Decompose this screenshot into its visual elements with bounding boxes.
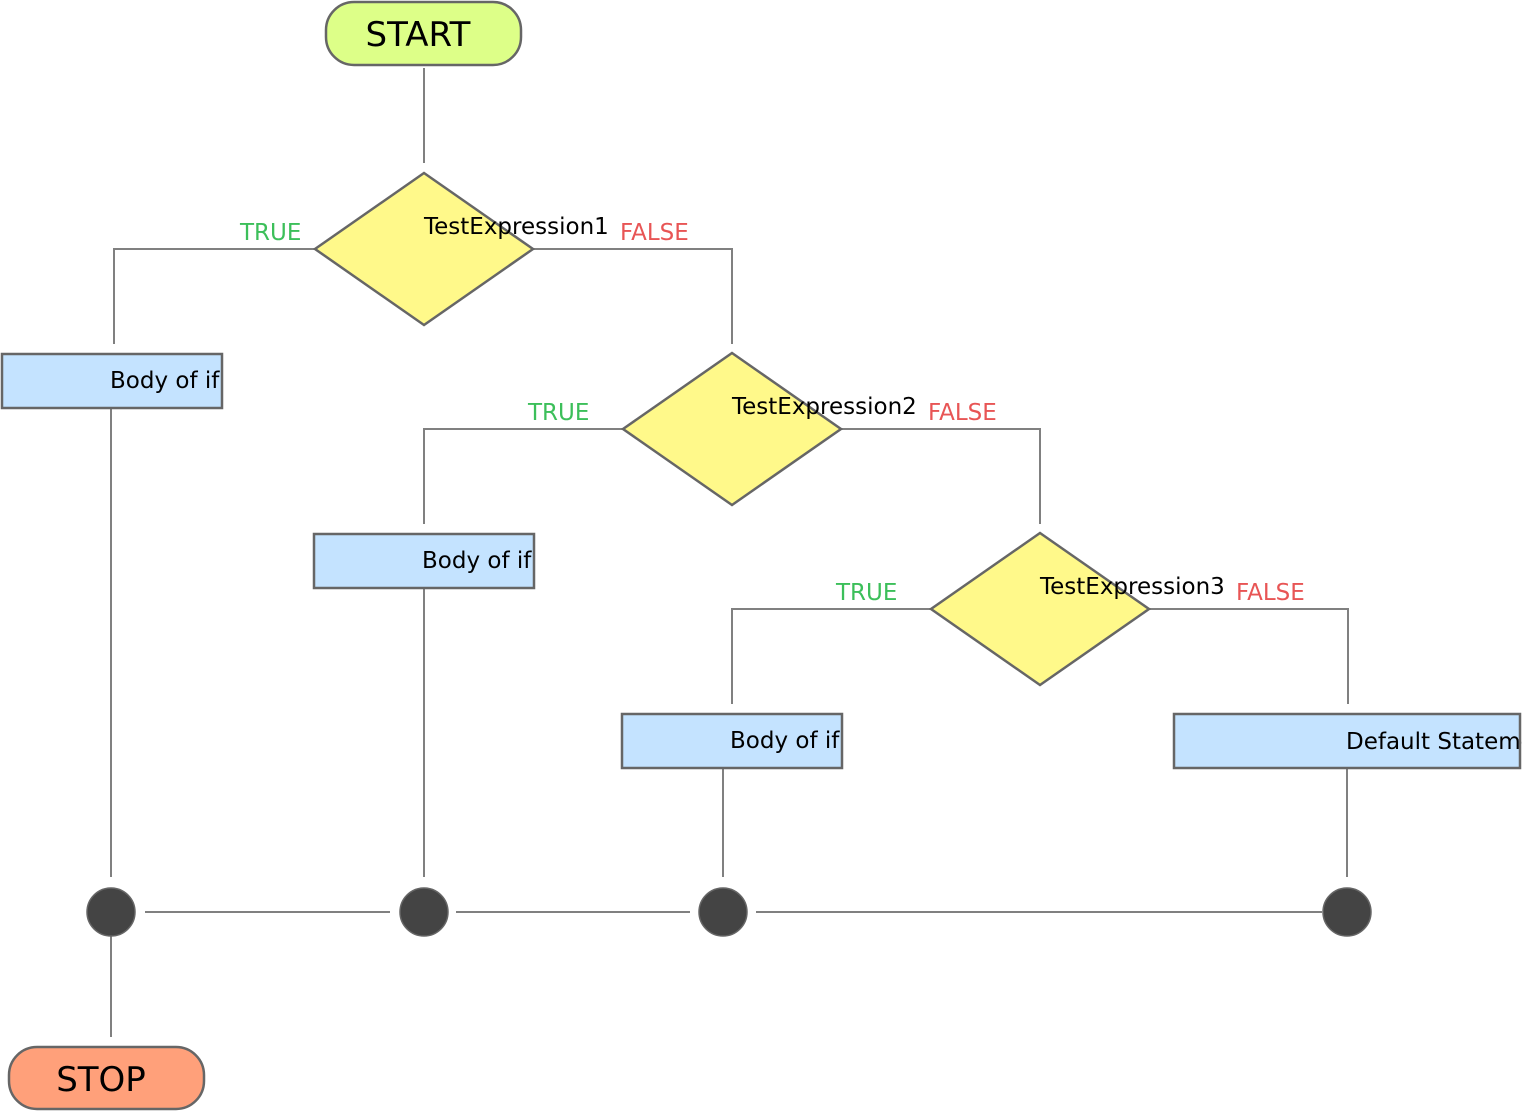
decision-3: TestExpression3 TRUE FALSE <box>835 531 1305 687</box>
process-1: Body of if <box>0 352 224 410</box>
decision-1: TestExpression1 TRUE FALSE <box>239 171 689 327</box>
decision-2-label: TestExpression2 <box>731 394 917 420</box>
process-4-label: Default Statement <box>1346 729 1522 755</box>
decision-2-diamond <box>620 351 844 507</box>
process-4: Default Statement <box>1172 712 1522 770</box>
decision-1-label: TestExpression1 <box>423 214 609 240</box>
stop-terminal-label: STOP <box>56 1060 146 1100</box>
start-terminal: START <box>324 0 523 67</box>
decision-1-true-label: TRUE <box>239 220 301 246</box>
decision-2-true-label: TRUE <box>527 400 589 426</box>
process-2: Body of if <box>312 532 536 590</box>
line-decision1-false <box>533 248 733 344</box>
start-terminal-label: START <box>366 15 471 55</box>
decision-3-false-label: FALSE <box>1236 580 1305 606</box>
join-connector-4 <box>1322 887 1372 937</box>
process-3-box <box>620 712 844 770</box>
process-4-box <box>1172 712 1522 770</box>
decision-1-false-label: FALSE <box>620 220 689 246</box>
decision-3-true-label: TRUE <box>835 580 897 606</box>
line-decision3-false <box>1149 608 1349 704</box>
line-decision2-true <box>423 428 623 524</box>
join-connector-1 <box>86 887 136 937</box>
decision-3-diamond <box>928 531 1152 687</box>
decision-3-label: TestExpression3 <box>1039 574 1225 600</box>
stop-terminal-shape <box>7 1045 206 1111</box>
process-3-label: Body of if <box>730 728 840 754</box>
line-decision3-true <box>731 608 931 704</box>
decision-2-false-label: FALSE <box>928 400 997 426</box>
process-1-box <box>0 352 224 410</box>
process-2-label: Body of if <box>422 548 532 574</box>
process-1-label: Body of if <box>110 368 220 394</box>
join-connectors <box>86 887 1372 937</box>
line-decision1-true <box>113 248 315 344</box>
line-decision2-false <box>841 428 1041 524</box>
start-terminal-shape <box>324 0 523 67</box>
stop-terminal: STOP <box>7 1045 206 1111</box>
join-connector-2 <box>399 887 449 937</box>
process-2-box <box>312 532 536 590</box>
decision-1-diamond <box>312 171 536 327</box>
decision-2: TestExpression2 TRUE FALSE <box>527 351 997 507</box>
process-3: Body of if <box>620 712 844 770</box>
connector-lines <box>110 68 1349 1037</box>
join-connector-3 <box>698 887 748 937</box>
